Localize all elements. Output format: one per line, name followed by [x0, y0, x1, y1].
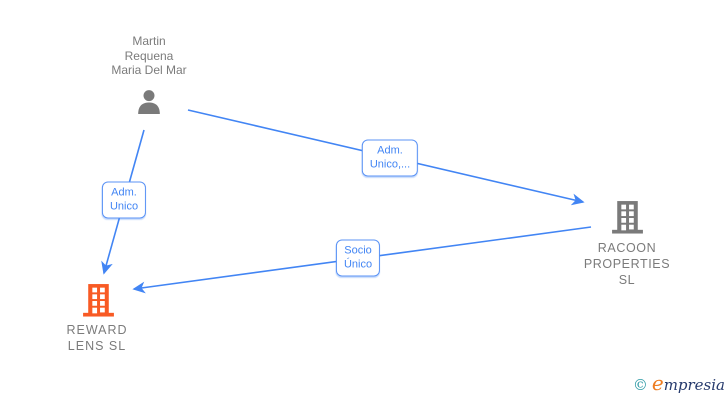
edge-label-line: Unico,... [369, 158, 411, 171]
building-icon-reward[interactable] [80, 282, 117, 319]
copyright-icon: © [632, 376, 648, 394]
edge-label-line: Adm. [111, 186, 137, 199]
company-node-reward[interactable]: REWARD LENS SL [37, 322, 157, 354]
company-name-line: PROPERTIES [583, 257, 671, 271]
empresia-logo[interactable]: © e mpresia [632, 371, 725, 395]
edge-label-line: Unico [109, 200, 139, 213]
company-name-line: REWARD [66, 323, 128, 337]
person-name-line: Maria Del Mar [111, 63, 187, 77]
person-name-line: Martin [132, 34, 166, 48]
person-icon[interactable] [134, 88, 164, 120]
company-name-line: LENS SL [67, 339, 127, 353]
edge-label-racoon-reward: Socio Único [335, 239, 381, 277]
building-icon-racoon[interactable] [609, 199, 646, 236]
brand-name: mpresia [663, 376, 725, 394]
edge-label-line: Único [343, 258, 373, 271]
edge-label-person-reward: Adm. Unico [101, 181, 147, 219]
company-node-racoon[interactable]: RACOON PROPERTIES SL [567, 240, 687, 288]
edge-label-line: Socio [344, 244, 372, 257]
edge-label-line: Adm. [377, 144, 403, 157]
company-name-line: RACOON [597, 241, 657, 255]
brand-initial: e [651, 371, 664, 395]
person-name-line: Requena [124, 48, 174, 63]
company-name-line: SL [618, 273, 636, 287]
edge-label-person-racoon: Adm. Unico,... [361, 139, 419, 177]
person-node-label[interactable]: Martin Requena Maria Del Mar [111, 34, 186, 78]
